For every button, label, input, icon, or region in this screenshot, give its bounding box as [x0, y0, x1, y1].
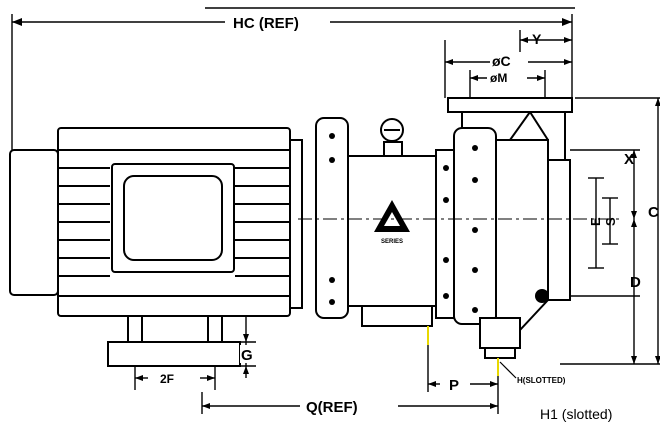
arrow-head: [202, 403, 210, 409]
h-slotted-label: H(SLOTTED): [517, 376, 566, 385]
label-bg: [487, 71, 527, 84]
q-dimension: [201, 392, 498, 414]
frame-bolts: [329, 133, 335, 305]
motor: [9, 127, 303, 317]
d-label: D: [630, 274, 641, 291]
brand-mark: SERIES: [381, 239, 403, 245]
c-m-dimensions: [444, 40, 572, 98]
arrow-head: [445, 59, 453, 65]
bearing-frame: [315, 117, 437, 327]
arrow-head: [564, 37, 572, 43]
e-label: E: [588, 217, 603, 226]
y-label: Y: [532, 31, 542, 47]
x-label: X: [624, 151, 634, 168]
pump-casing: [435, 97, 573, 359]
arrow-head: [490, 381, 498, 387]
right-dimensions: [560, 97, 660, 365]
h-leader: [499, 361, 517, 379]
h1-note: H1 (slotted): [540, 406, 612, 422]
m-dia-label: øM: [490, 71, 507, 85]
arrow-head: [537, 75, 545, 81]
2f-dimension: [134, 366, 216, 390]
p-label: P: [449, 377, 459, 394]
motor-foot: [107, 315, 241, 367]
arrow-head: [207, 375, 215, 381]
arrow-head: [243, 334, 249, 342]
arrow-head: [428, 381, 436, 387]
g-label: G: [241, 347, 253, 364]
casing-bolts: [443, 145, 549, 313]
c-label: C: [648, 204, 659, 221]
arrow-head: [520, 37, 528, 43]
arrow-head: [490, 403, 498, 409]
s-label: S: [603, 217, 618, 226]
arrow-head: [243, 366, 249, 374]
arrow-head: [564, 59, 572, 65]
right-arrows: [631, 98, 660, 364]
label-bg: [490, 52, 528, 68]
q-label: Q(REF): [306, 399, 358, 416]
c-dia-label: øC: [492, 53, 511, 69]
label-bg: [240, 345, 258, 363]
2f-label: 2F: [160, 372, 174, 386]
hc-label: HC (REF): [233, 15, 299, 32]
hc-dimension: [11, 7, 575, 150]
arrow-head: [135, 375, 143, 381]
arrow-head: [12, 18, 22, 26]
arrow-head: [470, 75, 478, 81]
arrow-head: [562, 18, 572, 26]
